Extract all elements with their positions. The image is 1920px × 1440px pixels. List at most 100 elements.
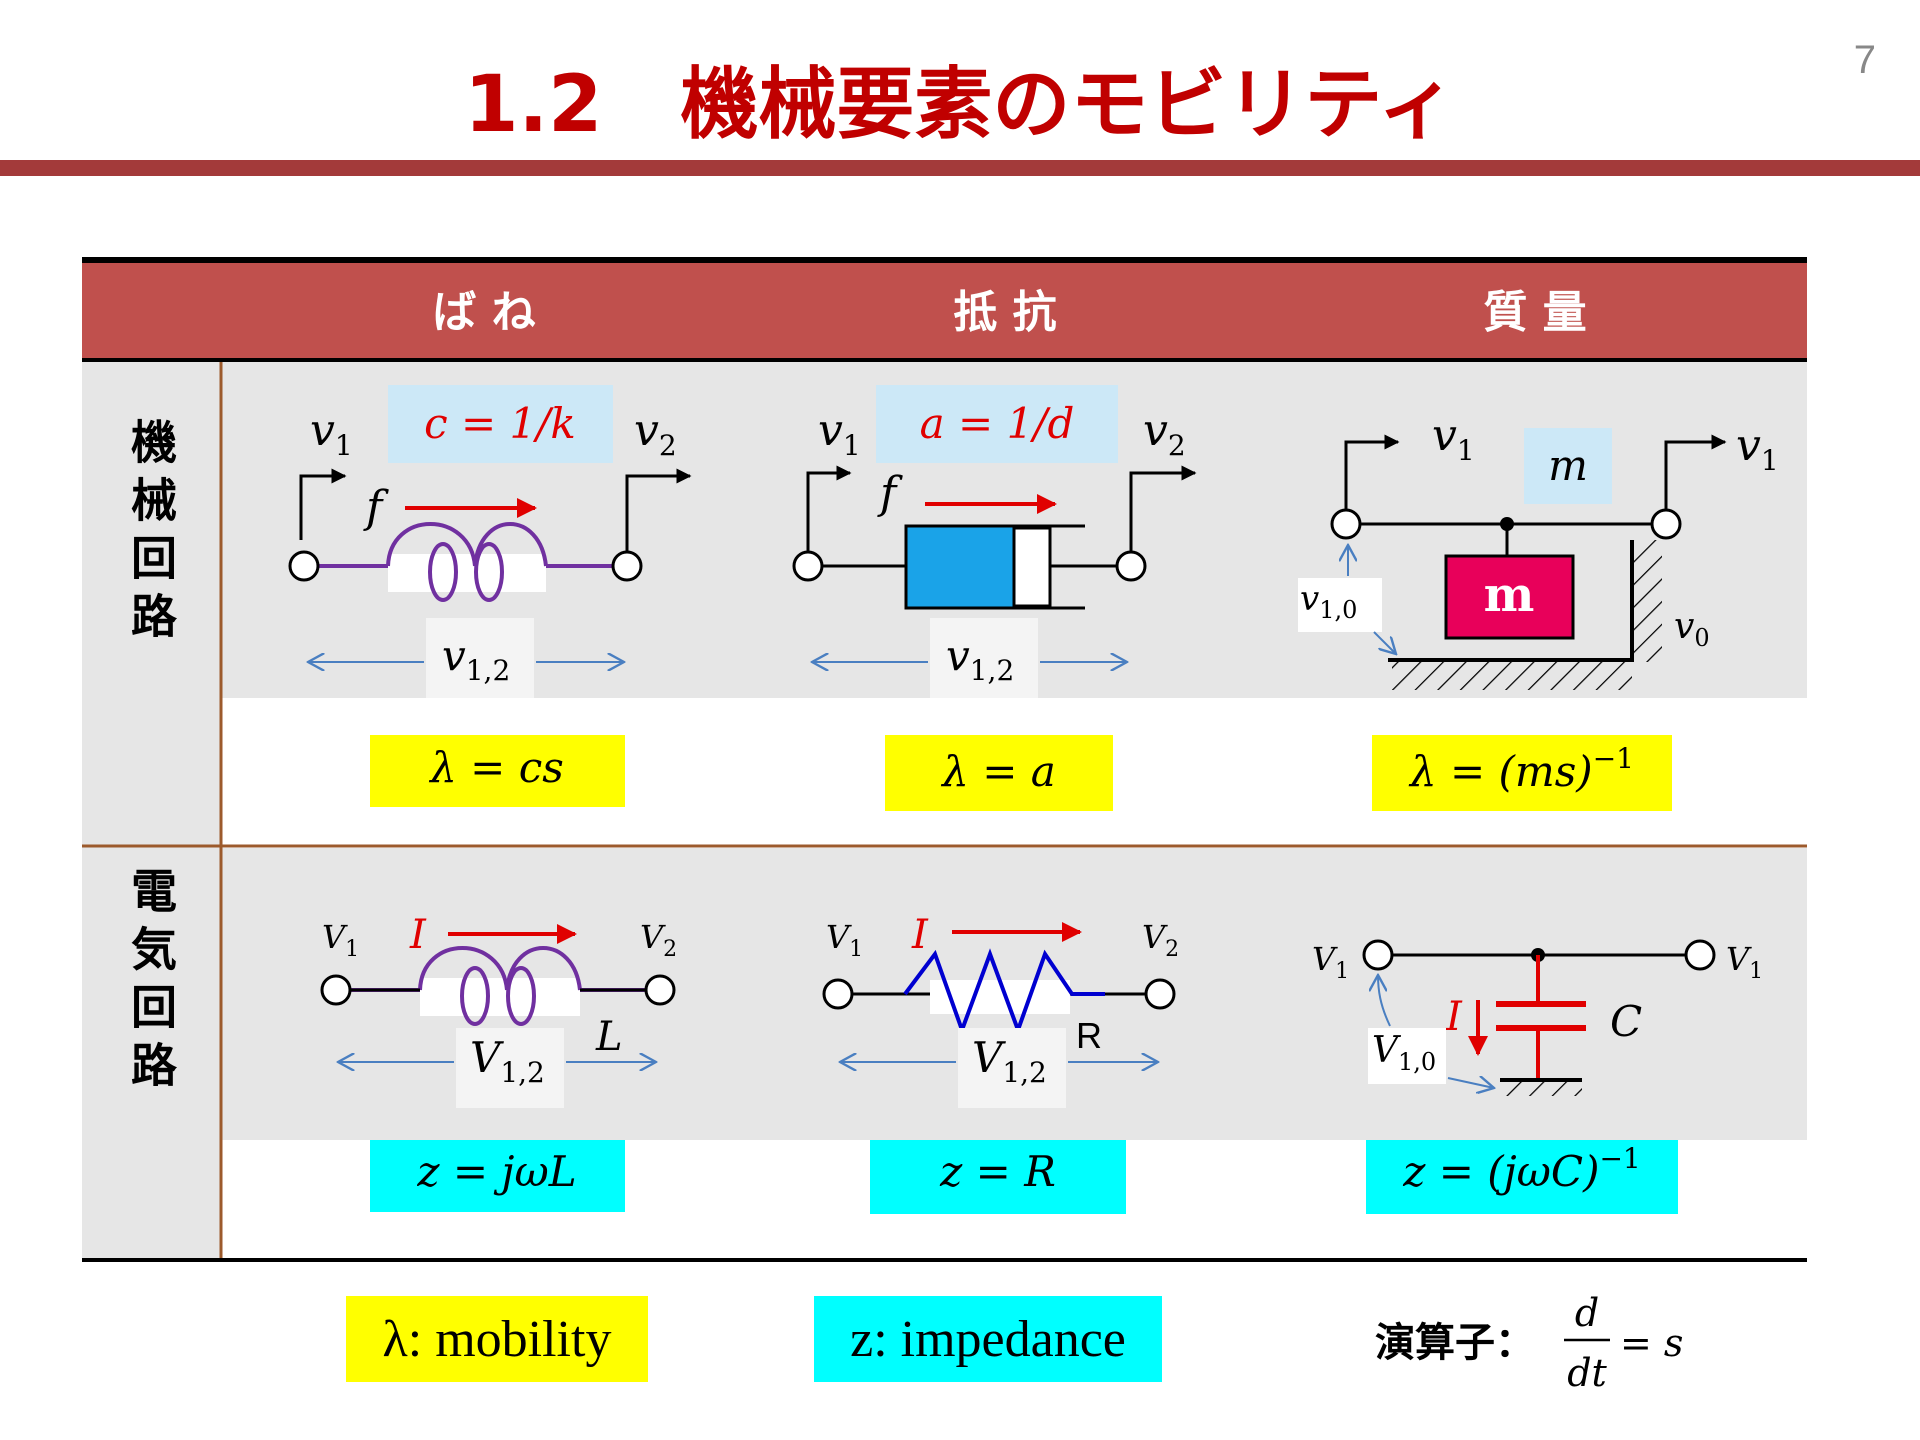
- inductor-coil-mask: [420, 978, 580, 1016]
- impedance-inductor: z = jωL: [416, 1147, 576, 1196]
- v10-arrow-down: [1373, 631, 1396, 654]
- node-right: [611, 550, 643, 582]
- label-V1: V1: [322, 918, 359, 962]
- v12-box: [426, 618, 534, 698]
- label-v12: v1,2: [946, 631, 1014, 687]
- label-R: R: [1076, 1015, 1102, 1056]
- header-spring: ば ね: [432, 287, 535, 338]
- node-left: [792, 550, 824, 582]
- param-box: [388, 385, 613, 463]
- row-label-mechanical: 機械回路: [124, 418, 178, 650]
- row-label-column: [82, 362, 222, 1260]
- mass-block: [1444, 554, 1575, 640]
- impedance-resistor: z = R: [939, 1147, 1056, 1196]
- node-left: [288, 550, 320, 582]
- V10-arrow-down: [1447, 1078, 1494, 1088]
- mobility-box: [885, 735, 1113, 811]
- inductor-coil: [418, 946, 582, 1026]
- elec-inductor-cell: V1 V2 I L V1,2 z = jωL: [320, 912, 677, 1212]
- spring-coil-mask: [388, 554, 546, 592]
- damper-cylinder: [904, 524, 1016, 610]
- operator-rhs: = s: [1620, 1321, 1683, 1365]
- mobility-box: [1372, 735, 1672, 811]
- velocity-arrow-left: [806, 465, 852, 566]
- node-right: [1144, 978, 1176, 1010]
- node-left: [822, 978, 854, 1010]
- velocity-arrow-right: [1664, 434, 1727, 520]
- ground-hatch-bottom: [1392, 662, 1632, 690]
- label-current: I: [911, 912, 929, 958]
- label-V2: V2: [1142, 918, 1179, 962]
- label-v12: v1,2: [442, 631, 510, 687]
- label-v1: v1: [818, 405, 861, 462]
- node-right: [1650, 508, 1682, 540]
- impedance-box: [870, 1140, 1126, 1214]
- resistor-zigzag: [903, 948, 1105, 1036]
- page-title: 1.2 機械要素のモビリティ: [464, 60, 1456, 150]
- spring-coil: [386, 522, 548, 602]
- operator-denominator: dt: [1567, 1351, 1607, 1395]
- node-right: [1684, 939, 1716, 971]
- legend-mobility: λ: mobility: [383, 1311, 612, 1368]
- label-current: I: [409, 912, 427, 958]
- legend: λ: mobility z: impedance 演算子： d dt = s: [346, 1291, 1683, 1395]
- elec-resistor-cell: V1 V2 I R V1,2 z = R: [822, 912, 1179, 1214]
- node-left: [320, 974, 352, 1006]
- label-L: L: [595, 1014, 623, 1060]
- operator-label: 演算子：: [1375, 1320, 1535, 1366]
- v10-box: [1298, 578, 1382, 632]
- row-label-electrical: 電気回路: [124, 867, 178, 1099]
- V12-box: [958, 1028, 1066, 1108]
- label-v10: v1,0: [1300, 579, 1357, 624]
- label-v1: v1: [310, 405, 353, 462]
- mobility-box: [370, 735, 625, 807]
- mobility-mass: λ = (ms)−1: [1408, 742, 1634, 796]
- label-v2: v2: [1143, 405, 1186, 462]
- legend-impedance-box: [814, 1296, 1162, 1382]
- mobility-damper: λ = a: [940, 747, 1056, 796]
- label-V2: V2: [640, 918, 677, 962]
- elec-capacitor-cell: V1 V1 I C V1,0 z = (jωC)−1: [1312, 939, 1763, 1214]
- label-v0: v0: [1674, 606, 1710, 652]
- velocity-arrow-left: [1344, 434, 1400, 520]
- mobility-spring: λ = cs: [428, 743, 564, 792]
- velocity-arrow-right: [1129, 465, 1197, 566]
- label-v1-right: v1: [1736, 420, 1779, 477]
- V10-box: [1368, 1028, 1446, 1084]
- mech-spring-cell: c = 1/k v1 v2 f v1,2 λ = cs: [288, 385, 692, 807]
- impedance-box: [370, 1140, 625, 1212]
- mech-mass-cell: v1 v1 m m v1,0 v0 λ = (ms)−1: [1298, 410, 1779, 811]
- v12-box: [930, 618, 1038, 698]
- label-V1-right: V1: [1726, 940, 1763, 984]
- label-C: C: [1610, 997, 1642, 1046]
- node-left: [1330, 508, 1362, 540]
- impedance-box: [1366, 1140, 1678, 1214]
- V10-arrow-up: [1378, 975, 1391, 1027]
- node-right: [644, 974, 676, 1006]
- param-box: [876, 385, 1118, 463]
- header-bar: [82, 260, 1807, 360]
- param-m: m: [1548, 441, 1588, 490]
- legend-impedance: z: impedance: [850, 1311, 1126, 1368]
- damper-piston: [1012, 526, 1052, 608]
- ground-hatch-right: [1634, 540, 1662, 662]
- ground-hatch: [1500, 1082, 1582, 1096]
- label-V10: V1,0: [1372, 1030, 1436, 1076]
- param-a: a = 1/d: [920, 399, 1075, 448]
- V12-box: [456, 1028, 564, 1108]
- label-v1-left: v1: [1432, 410, 1475, 467]
- param-c: c = 1/k: [424, 399, 576, 448]
- label-v2: v2: [634, 405, 677, 462]
- label-V12: V1,2: [470, 1033, 545, 1089]
- node-right: [1115, 550, 1147, 582]
- mass-block-label: m: [1484, 567, 1535, 623]
- label-V1: V1: [826, 918, 863, 962]
- label-current: I: [1445, 994, 1463, 1040]
- mech-damper-cell: a = 1/d v1 v2 f v1,2 λ = a: [792, 385, 1197, 811]
- label-V12: V1,2: [972, 1033, 1047, 1089]
- page-number: 7: [1853, 38, 1876, 82]
- param-box: [1524, 428, 1612, 504]
- node-left: [1362, 939, 1394, 971]
- header-resistance: 抵 抗: [953, 287, 1056, 338]
